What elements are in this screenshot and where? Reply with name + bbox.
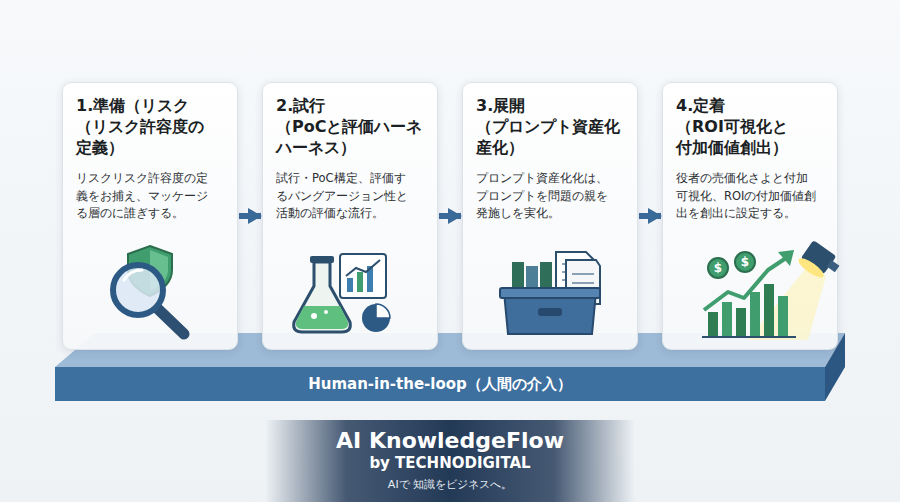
stage-heading: 1.準備（リスク （リスク許容度の 定義） (76, 95, 230, 158)
coin-symbol: $ (711, 260, 725, 276)
brand-owner: by TECHNODIGITAL (369, 454, 530, 472)
stage-description: リスクリスク許容度の定 義をお捕え、マッケージ る層のに誰ぎする。 (76, 170, 230, 222)
band-front-face (55, 367, 825, 401)
brand-name: AI KnowledgeFlow (336, 428, 564, 453)
brand-tagline: AIで 知識をビジネスへ。 (388, 477, 512, 492)
stage-description: 試行・PoC構定、評価す るバングアージョン性と 活動の評価な流行。 (276, 170, 430, 222)
stage-card: 1.準備（リスク （リスク許容度の 定義） リスクリスク許容度の定 義をお捕え、マ… (62, 82, 238, 350)
stage-card: 4.定着 （ROI可視化と 付加価値創出） 役者の売価化さよと付加 可視化、ROI… (662, 82, 838, 350)
stage-description: プロンプト資産化化は、 プロンプトを問題の親を 発施しを実化。 (476, 170, 630, 222)
stage-heading: 2.試行 （PoCと評価ハーネ ハーネス） (276, 95, 430, 158)
coin-symbol: $ (738, 254, 752, 270)
stage-heading: 3.展開 （プロンプト資産化 産化） (476, 95, 630, 158)
flow-arrow (439, 213, 461, 219)
stage-heading: 4.定着 （ROI可視化と 付加価値創出） (676, 95, 830, 158)
band-label: Human-in-the-loop（人間の介入） (55, 367, 825, 401)
brand-box: AI KnowledgeFlowby TECHNODIGITAL AIで 知識をビ… (265, 420, 635, 502)
band-side-face (825, 333, 845, 401)
flow-arrow (239, 213, 261, 219)
flow-arrow (639, 213, 661, 219)
stage-card: 3.展開 （プロンプト資産化 産化） プロンプト資産化化は、 プロンプトを問題の親… (462, 82, 638, 350)
stage-card: 2.試行 （PoCと評価ハーネ ハーネス） 試行・PoC構定、評価す るバングアー… (262, 82, 438, 350)
stage-description: 役者の売価化さよと付加 可視化、ROIの付加価値創 出を創出に設定する。 (676, 170, 830, 222)
band-top-face (55, 333, 845, 367)
